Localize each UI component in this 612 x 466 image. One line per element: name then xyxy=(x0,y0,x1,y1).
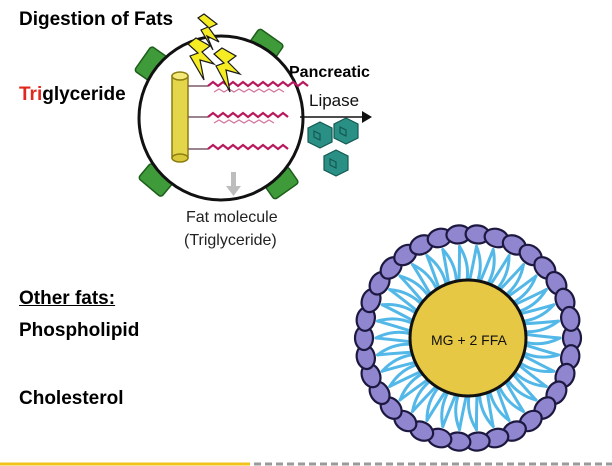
micelle-tail xyxy=(374,336,414,344)
cholesterol-label: Cholesterol xyxy=(19,388,124,409)
triglyceride-prefix: Tri xyxy=(19,84,43,105)
other-fats-heading: Other fats: xyxy=(19,288,116,309)
micelle-tail xyxy=(474,391,479,432)
fatty-acid-chain xyxy=(207,143,289,151)
micelle xyxy=(353,224,583,452)
fat-molecule-label: Fat molecule xyxy=(186,209,278,226)
micelle-tail xyxy=(374,330,414,340)
micelle-head xyxy=(560,305,581,332)
lipase-enzyme-icon xyxy=(323,149,349,177)
micelle-tail xyxy=(467,244,478,284)
micelle-heads xyxy=(353,224,583,452)
fatty-acid-chain xyxy=(207,111,289,119)
micelle-tail xyxy=(457,244,462,285)
triglyceride-suffix: glyceride xyxy=(42,84,126,105)
phospholipid-label: Phospholipid xyxy=(19,320,140,341)
lipase-enzyme-icon xyxy=(333,117,359,145)
lipase-enzyme-icon xyxy=(307,121,333,149)
micelle-tail xyxy=(522,336,562,346)
lightning-bolt-icon xyxy=(213,47,243,93)
micelle-tail xyxy=(474,244,482,285)
micelle-tail xyxy=(454,391,462,432)
micelle-core xyxy=(408,278,528,398)
membrane-tabs xyxy=(134,28,299,200)
lipase-label: Lipase xyxy=(309,91,360,110)
lightning-bolt-icon xyxy=(187,37,217,81)
lipase-arrow xyxy=(300,111,372,123)
pancreatic-label: Pancreatic xyxy=(289,64,370,81)
slide-title: Digestion of Fats xyxy=(19,9,174,30)
glycerol-backbone xyxy=(171,71,189,163)
micelle-label: MG + 2 FFA xyxy=(431,332,507,348)
lightning-bolt-icon xyxy=(197,13,220,51)
lightning-bolt-icons xyxy=(187,13,243,93)
down-arrow-icon xyxy=(226,172,241,196)
fat-molecule-sublabel: (Triglyceride) xyxy=(184,232,277,249)
lipase-enzyme-icons xyxy=(307,117,359,177)
micelle-tail xyxy=(522,332,562,340)
triglyceride-label: Triglyceride xyxy=(19,84,126,106)
micelle-tail xyxy=(458,392,469,432)
